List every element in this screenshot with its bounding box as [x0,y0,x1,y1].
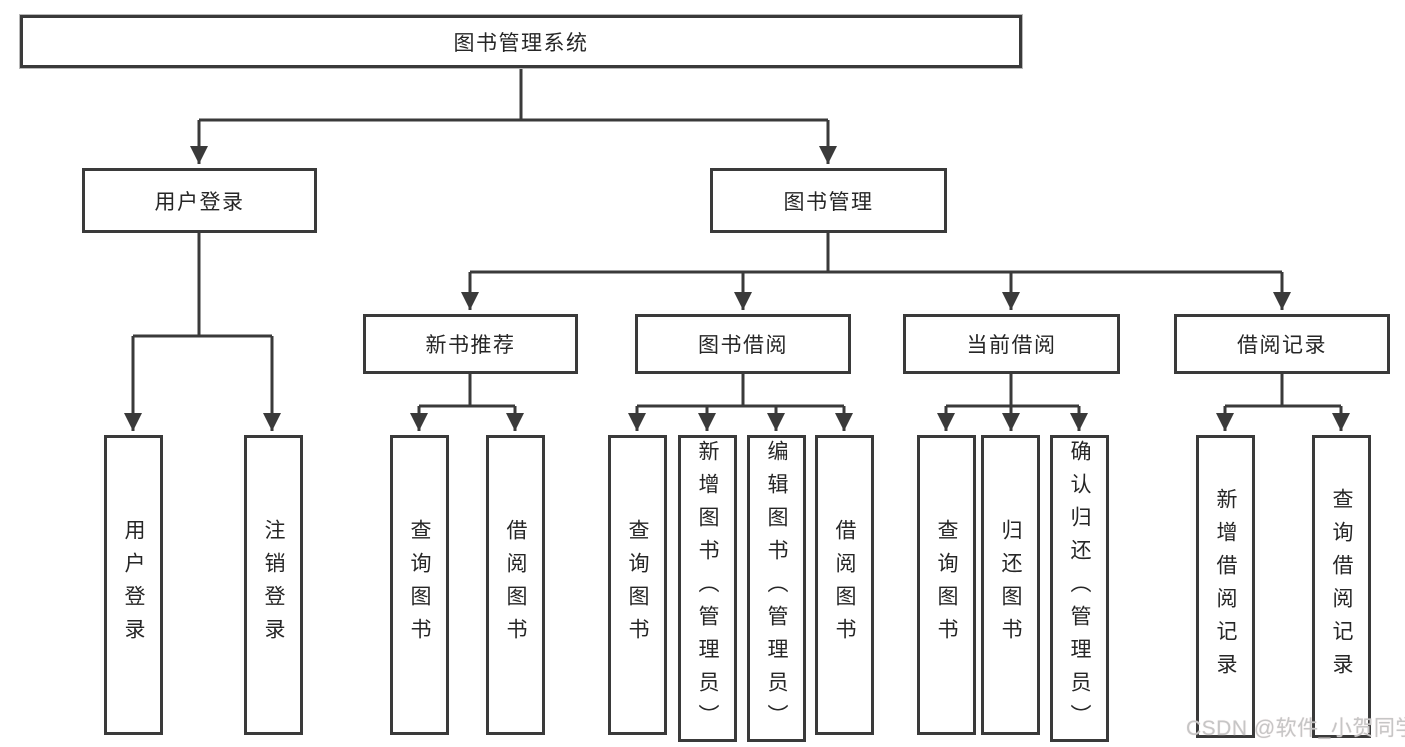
leaf-borrow-books: 借阅图书 [815,435,874,735]
leaf-query-books-borrow: 查询图书 [608,435,667,735]
node-borrow-record: 借阅记录 [1174,314,1390,374]
node-book-management: 图书管理 [710,168,947,233]
leaf-label: 借阅图书 [833,519,857,651]
leaf-label: 编辑图书（管理员） [765,440,789,737]
leaf-query-books-current: 查询图书 [917,435,976,735]
node-current-borrow: 当前借阅 [903,314,1120,374]
leaf-confirm-return-admin: 确认归还（管理员） [1050,435,1109,742]
leaf-logout: 注销登录 [244,435,303,735]
leaf-label: 查询图书 [626,519,650,651]
node-label: 图书借阅 [698,334,788,357]
node-label: 新书推荐 [425,334,516,357]
node-label: 借阅记录 [1237,334,1327,357]
leaf-label: 查询借阅记录 [1330,487,1354,686]
csdn-watermark: CSDN @软件_小贺同学 [1186,717,1405,740]
leaf-borrow-books-recommend: 借阅图书 [486,435,545,735]
node-label: 图书管理 [783,190,874,214]
leaf-label: 用户登录 [122,519,146,651]
leaf-return-books: 归还图书 [981,435,1040,735]
leaf-query-borrow-record: 查询借阅记录 [1312,435,1371,738]
node-book-borrow: 图书借阅 [635,314,851,374]
node-label: 用户登录 [154,190,245,214]
leaf-label: 归还图书 [999,519,1023,651]
node-new-book-recommend: 新书推荐 [363,314,578,374]
leaf-query-books-recommend: 查询图书 [390,435,449,735]
leaf-label: 确认归还（管理员） [1068,440,1092,737]
node-library-management-system: 图书管理系统 [20,15,1022,68]
leaf-label: 注销登录 [262,519,286,651]
leaf-edit-books-admin: 编辑图书（管理员） [747,435,806,742]
leaf-label: 新增借阅记录 [1214,487,1238,686]
node-label: 当前借阅 [966,334,1057,357]
node-user-login: 用户登录 [82,168,317,233]
leaf-label: 借阅图书 [504,519,528,651]
leaf-add-borrow-record: 新增借阅记录 [1196,435,1255,738]
leaf-label: 新增图书（管理员） [696,440,720,737]
leaf-label: 查询图书 [935,519,959,651]
leaf-user-login: 用户登录 [104,435,163,735]
leaf-label: 查询图书 [408,519,432,651]
leaf-add-books-admin: 新增图书（管理员） [678,435,737,742]
node-label: 图书管理系统 [453,31,589,55]
